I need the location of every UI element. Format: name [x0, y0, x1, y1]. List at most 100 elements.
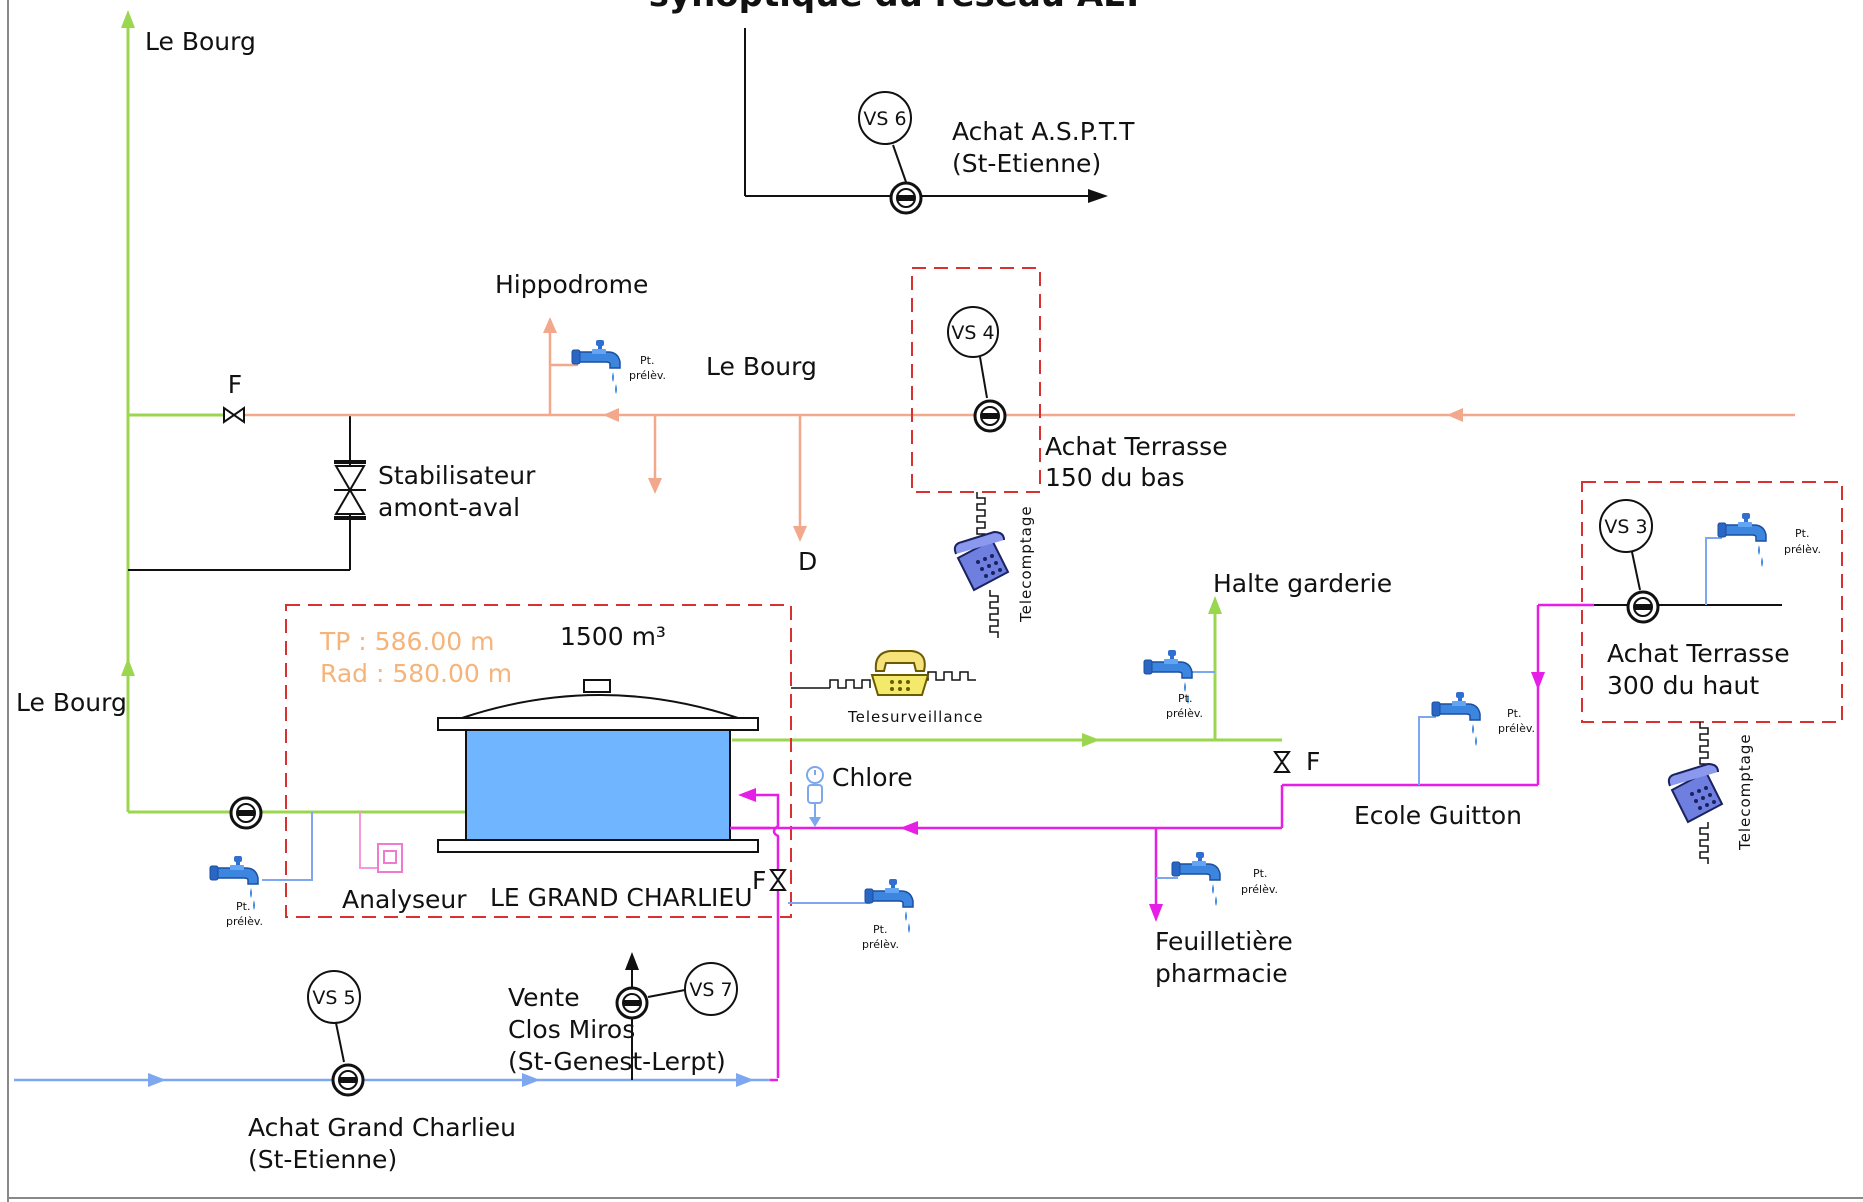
- vs7-circle: [684, 962, 738, 1016]
- achat-terrasse-haut-box: [1581, 481, 1843, 723]
- blue-branch-vs3-tap: [1705, 537, 1722, 605]
- tap-prelev-label: prélèv.: [629, 369, 666, 382]
- telecomptage-wire-1: [976, 492, 999, 638]
- arrow-down-magenta-vs3: [1531, 672, 1545, 690]
- telecomptage-label-1: Telecomptage: [1017, 505, 1035, 623]
- arrow-up-le-bourg-left: [121, 658, 135, 676]
- telephone-icon: [870, 650, 930, 696]
- feuilletiere-label-2: pharmacie: [1155, 959, 1288, 988]
- tap-pt-label: Pt.: [640, 354, 654, 367]
- vs5-connector: [335, 1022, 345, 1063]
- vs5-circle: [307, 970, 361, 1024]
- d-label: D: [798, 547, 817, 576]
- valve-label-f-right: F: [1306, 747, 1320, 776]
- tap-pt-label: Pt.: [1253, 867, 1267, 880]
- arrow-right-green: [1082, 733, 1100, 747]
- achat-grand-charlieu-label-1: Achat Grand Charlieu: [248, 1113, 516, 1142]
- tap-pt-label: Pt.: [873, 923, 887, 936]
- telesurveillance-label: Telesurveillance: [847, 708, 984, 726]
- tap-prelev-label: prélèv.: [1784, 543, 1821, 556]
- achat-terrasse-haut-label-2: 300 du haut: [1607, 671, 1759, 700]
- le-grand-charlieu-label: LE GRAND CHARLIEU: [490, 883, 753, 912]
- valve-icon: [1273, 751, 1291, 773]
- tap-pt-label: Pt.: [1178, 692, 1192, 705]
- vs6-label: VS 6: [863, 108, 906, 130]
- water-tap-icon: [1717, 512, 1767, 568]
- achat-terrasse-bas-label-2: 150 du bas: [1045, 463, 1185, 492]
- vs4-circle: [947, 306, 999, 358]
- arrow-up-halte-garderie: [1208, 596, 1222, 614]
- water-tap-icon: [1431, 691, 1481, 747]
- arrow-right-aspt: [1088, 189, 1108, 203]
- telecomptage-label-2: Telecomptage: [1736, 733, 1754, 851]
- telesurveillance-wire: [791, 671, 976, 689]
- stabilisateur-label-2: amont-aval: [378, 493, 520, 522]
- vs5-label: VS 5: [312, 987, 355, 1009]
- tap-prelev-label: prélèv.: [862, 938, 899, 951]
- achat-terrasse-haut-label-1: Achat Terrasse: [1607, 639, 1790, 668]
- arrow-down-feuilletiere: [1149, 904, 1163, 922]
- tap-prelev-label: prélèv.: [1498, 722, 1535, 735]
- tp-label: TP : 586.00 m: [319, 627, 494, 656]
- ecole-guitton-label: Ecole Guitton: [1354, 801, 1522, 830]
- blue-branch-left-tap: [262, 812, 313, 881]
- vente-label-2: Clos Miros: [508, 1015, 635, 1044]
- arrow-left-salmon-1: [603, 408, 619, 422]
- vs7-label: VS 7: [689, 979, 732, 1001]
- tap-prelev-label: prélèv.: [1241, 883, 1278, 896]
- arrow-down-d: [793, 526, 807, 542]
- vente-label-1: Vente: [508, 983, 580, 1012]
- water-meter-icon: [615, 986, 649, 1020]
- analyzer-icon: [377, 843, 403, 873]
- achat-grand-charlieu-label-2: (St-Etienne): [248, 1145, 397, 1174]
- achat-terrasse-bas-label-1: Achat Terrasse: [1045, 432, 1228, 461]
- arrow-up-hippodrome: [543, 317, 557, 333]
- stabilisateur-label-1: Stabilisateur: [378, 461, 536, 490]
- stabilizer-icon: [334, 460, 366, 520]
- le-bourg-top-label: Le Bourg: [145, 27, 256, 56]
- arrow-down-salmon-1: [648, 478, 662, 494]
- vs3-circle: [1599, 499, 1653, 553]
- arrow-left-salmon-2: [1447, 408, 1463, 422]
- le-bourg-mid-label: Le Bourg: [706, 352, 817, 381]
- vs4-label: VS 4: [951, 322, 994, 344]
- arrow-right-blue-2: [522, 1073, 540, 1087]
- analyseur-label: Analyseur: [342, 885, 467, 914]
- halte-garderie-label: Halte garderie: [1213, 569, 1392, 598]
- water-meter-icon: [229, 796, 263, 830]
- green-network: [126, 22, 1282, 814]
- telecomptage-wire-2: [1699, 722, 1709, 864]
- water-meter-icon: [889, 181, 923, 215]
- water-tap-icon: [1171, 851, 1221, 907]
- arrow-left-magenta-into-tank: [738, 788, 756, 802]
- vs3-label: VS 3: [1604, 516, 1647, 538]
- tap-pt-label: Pt.: [1795, 527, 1809, 540]
- magenta-network: [730, 603, 1594, 1078]
- salmon-network: [244, 325, 1795, 535]
- water-meter-icon: [1626, 590, 1660, 624]
- chlorine-icon: [806, 766, 824, 827]
- feuilletiere-label-1: Feuilletière: [1155, 927, 1293, 956]
- reservoir-tank-icon: [437, 679, 759, 853]
- valve-label-f-bottom: F: [752, 866, 766, 895]
- water-tap-icon: [209, 855, 259, 911]
- le-grand-charlieu-box: [285, 604, 792, 918]
- achat-aspt-label-1: Achat A.S.P.T.T: [952, 117, 1135, 146]
- water-meter-icon: [973, 399, 1007, 433]
- achat-aspt-label-2: (St-Etienne): [952, 149, 1101, 178]
- vs4-connector: [979, 356, 988, 399]
- achat-terrasse-bas-box: [911, 267, 1041, 493]
- vs3-connector: [1631, 551, 1641, 591]
- arrow-right-blue-1: [148, 1073, 166, 1087]
- black-bypass: [128, 415, 351, 571]
- tap-prelev-label: prélèv.: [1166, 707, 1203, 720]
- water-tap-icon: [571, 339, 621, 395]
- valve-icon: [769, 869, 787, 891]
- water-meter-icon: [331, 1063, 365, 1097]
- arrow-left-magenta-1: [900, 821, 918, 835]
- volume-label: 1500 m³: [560, 622, 666, 651]
- tap-prelev-label: prélèv.: [226, 915, 263, 928]
- chlore-label: Chlore: [832, 763, 913, 792]
- telephone-icon: [1667, 763, 1723, 823]
